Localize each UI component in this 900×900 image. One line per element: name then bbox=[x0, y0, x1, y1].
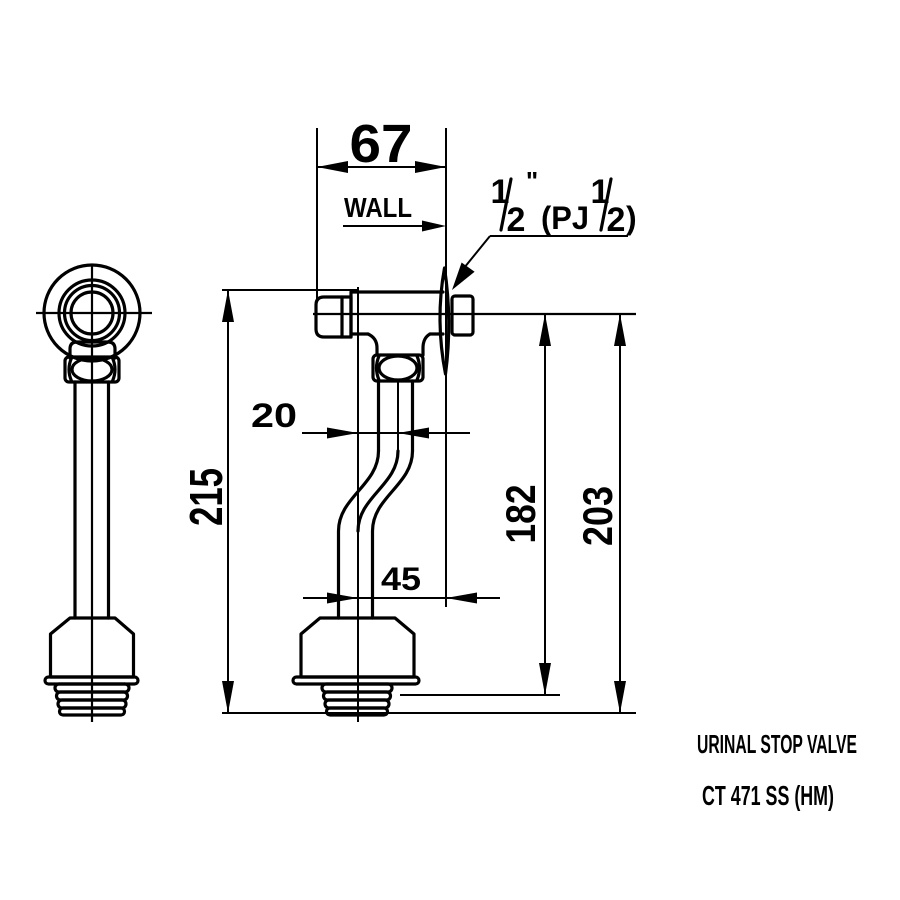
valve-boss-outer-circle bbox=[57, 278, 127, 348]
dim-182: 182 bbox=[400, 314, 560, 696]
arrowhead-down-icon bbox=[222, 681, 234, 713]
frac2-slash-icon bbox=[599, 177, 613, 232]
dim-20-label: 20 bbox=[251, 397, 297, 435]
frac2-numerator: 1 bbox=[591, 173, 610, 211]
front-view bbox=[36, 263, 152, 722]
arrowhead-left-icon bbox=[446, 592, 477, 604]
frac1-slash-icon bbox=[499, 177, 513, 232]
valve-cap bbox=[314, 295, 353, 339]
nut-side-facets bbox=[374, 354, 422, 382]
front-outlet-pipe bbox=[73, 380, 111, 620]
inlet-pipe bbox=[376, 379, 415, 453]
arrowhead-right-icon bbox=[327, 427, 358, 439]
dim-67: 67 bbox=[316, 114, 447, 607]
dim-45: 45 bbox=[303, 561, 500, 604]
dim-wall: WALL bbox=[343, 192, 446, 232]
nut-face-ellipse bbox=[70, 356, 114, 383]
cap-outline bbox=[314, 295, 353, 339]
frac1-denominator: 2 bbox=[507, 201, 526, 239]
product-title: URINAL STOP VALVE bbox=[697, 729, 857, 759]
arrowhead-right-icon bbox=[422, 220, 446, 232]
wall-connector-nipple bbox=[450, 294, 475, 337]
leader-line bbox=[463, 235, 491, 269]
offset-bend-centerline bbox=[356, 449, 400, 533]
arrowhead-down-icon bbox=[539, 663, 551, 695]
arrowhead-right-icon bbox=[415, 161, 446, 173]
dim-203-label: 203 bbox=[574, 486, 621, 546]
nut-face-ellipse bbox=[377, 354, 419, 382]
valve-neck bbox=[366, 332, 432, 357]
wall-escutcheon bbox=[438, 266, 451, 376]
nut-side-facets bbox=[67, 356, 117, 383]
offset-bend-pipe bbox=[336, 449, 415, 620]
front-lock-nut bbox=[63, 355, 121, 384]
valve-flange-circle bbox=[42, 263, 142, 363]
valve-bore-circle bbox=[69, 290, 115, 336]
arrowhead-left-icon bbox=[398, 427, 429, 439]
inch-mark: " bbox=[526, 166, 538, 196]
thread-ring bbox=[57, 706, 127, 717]
arrowhead-left-icon bbox=[317, 161, 348, 173]
front-valve-neck bbox=[68, 340, 117, 360]
arrowhead-down-icon bbox=[614, 681, 626, 713]
dim-182-label: 182 bbox=[497, 485, 544, 544]
arrowhead-up-icon bbox=[614, 314, 626, 346]
dim-67-label: 67 bbox=[350, 114, 413, 174]
wall-label: WALL bbox=[344, 192, 412, 223]
connection-spec-label: 1 2 " (PJ 1 2 ) bbox=[452, 166, 637, 290]
dim-215: 215 bbox=[180, 289, 358, 713]
arrowhead-up-icon bbox=[222, 290, 234, 322]
close-paren: ) bbox=[626, 200, 637, 236]
thread-ring bbox=[324, 706, 390, 717]
dim-45-label: 45 bbox=[381, 561, 421, 597]
dim-20: 20 bbox=[251, 397, 470, 439]
dim-215-label: 215 bbox=[180, 468, 232, 526]
title-block: URINAL STOP VALVE CT 471 SS (HM) bbox=[697, 729, 857, 811]
arrowhead-up-icon bbox=[539, 314, 551, 346]
side-lock-nut bbox=[371, 353, 425, 383]
product-model: CT 471 SS (HM) bbox=[702, 780, 834, 811]
pj-text: (PJ bbox=[541, 200, 589, 236]
leader-arrowhead-icon bbox=[452, 262, 475, 290]
front-outlet-thread bbox=[53, 682, 131, 717]
frac2-denominator: 2 bbox=[607, 201, 626, 239]
frac1-numerator: 1 bbox=[491, 173, 510, 211]
dim-203: 203 bbox=[222, 314, 636, 714]
side-outlet-thread bbox=[320, 682, 394, 717]
arrowhead-right-icon bbox=[327, 592, 358, 604]
